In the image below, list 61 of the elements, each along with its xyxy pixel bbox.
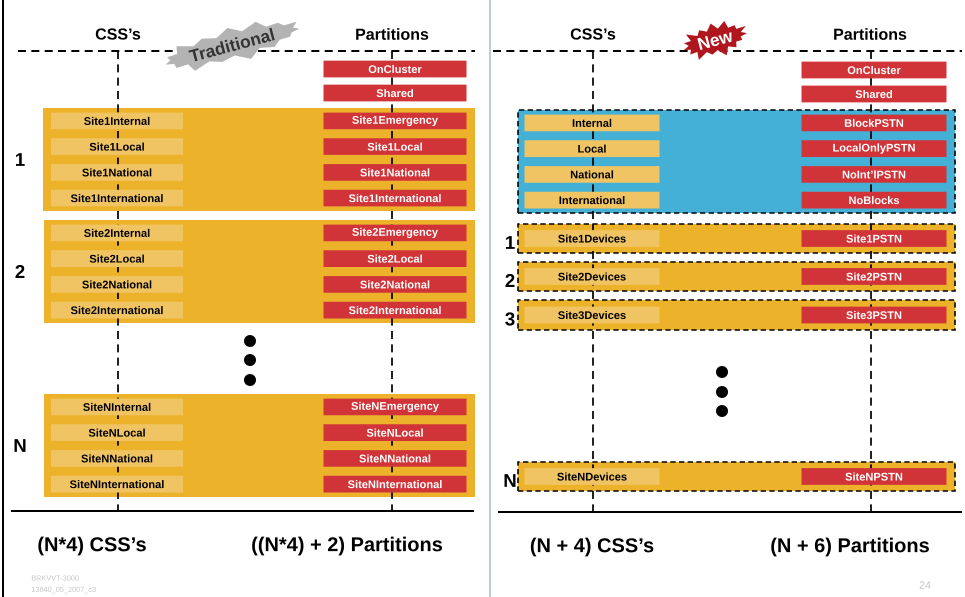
column-heading: CSS’s [96,28,140,40]
css-box: Site2Local [51,250,183,267]
row-number: 2 [505,274,514,288]
css-box: Site1Internal [51,112,183,130]
count-summary: ((N*4) + 2) Partitions [252,536,442,556]
column-heading: CSS’s [570,28,616,40]
row-number: N [504,474,516,487]
partition-box: Shared [324,84,466,102]
css-box: Site1Local [51,138,183,155]
partition-box: SiteNPSTN [802,468,946,485]
partition-box: Site2PSTN [802,268,946,285]
count-summary: (N*4) CSS’s [38,536,146,556]
css-box: Site2Devices [524,268,660,285]
column-heading: Partitions [834,28,906,40]
css-box: Site2Internal [51,224,183,242]
partition-box: SiteNEmergency [324,398,466,416]
partition-box: Site1PSTN [802,230,946,247]
css-box: Site1Devices [524,230,660,247]
partition-box: Site2Emergency [324,224,466,242]
css-box: SiteNDevices [524,468,660,485]
partition-box: LocalOnlyPSTN [802,140,946,157]
partition-box: Site1International [324,190,466,206]
count-summary: (N + 6) Partitions [771,538,929,556]
partition-box: Site2National [324,276,466,293]
partition-box: Site1National [324,164,466,181]
partition-box: BlockPSTN [802,114,946,132]
page-number: 24 [920,581,931,589]
css-box: Site2International [51,302,183,318]
css-box: SiteNLocal [51,424,183,441]
css-box: SiteNNational [51,450,183,467]
css-box: Site2National [51,276,183,293]
css-box: National [524,166,660,183]
row-number: 1 [16,153,25,166]
css-box: Site1International [51,190,183,206]
partition-box: Site1Local [324,138,466,155]
partition-box: OnCluster [324,60,466,78]
column-heading: Partitions [356,28,428,40]
partition-box: NoBlocks [802,192,946,208]
partition-box: SiteNLocal [324,424,466,441]
css-box: Internal [524,114,660,132]
css-box: Local [524,140,660,157]
partition-box: SiteNInternational [324,476,466,492]
partition-box: OnCluster [802,62,946,78]
css-box: International [524,192,660,208]
partition-box: Site1Emergency [324,112,466,130]
css-box: SiteNInternational [51,476,183,492]
css-box: SiteNInternal [51,398,183,416]
partition-box: SiteNNational [324,450,466,467]
partition-box: Site2Local [324,250,466,267]
count-summary: (N + 4) CSS’s [530,538,654,556]
row-number: N [14,439,26,452]
partition-box: Shared [802,86,946,102]
row-number: 2 [15,264,24,278]
partition-box: Site2International [324,302,466,318]
css-box: Site1National [51,164,183,181]
css-box: Site3Devices [524,306,660,324]
partition-box: Site3PSTN [802,306,946,324]
row-number: 3 [505,312,515,326]
starburst-badge: New [684,21,747,60]
row-number: 1 [506,236,515,249]
partition-box: NoInt’lPSTN [802,166,946,183]
